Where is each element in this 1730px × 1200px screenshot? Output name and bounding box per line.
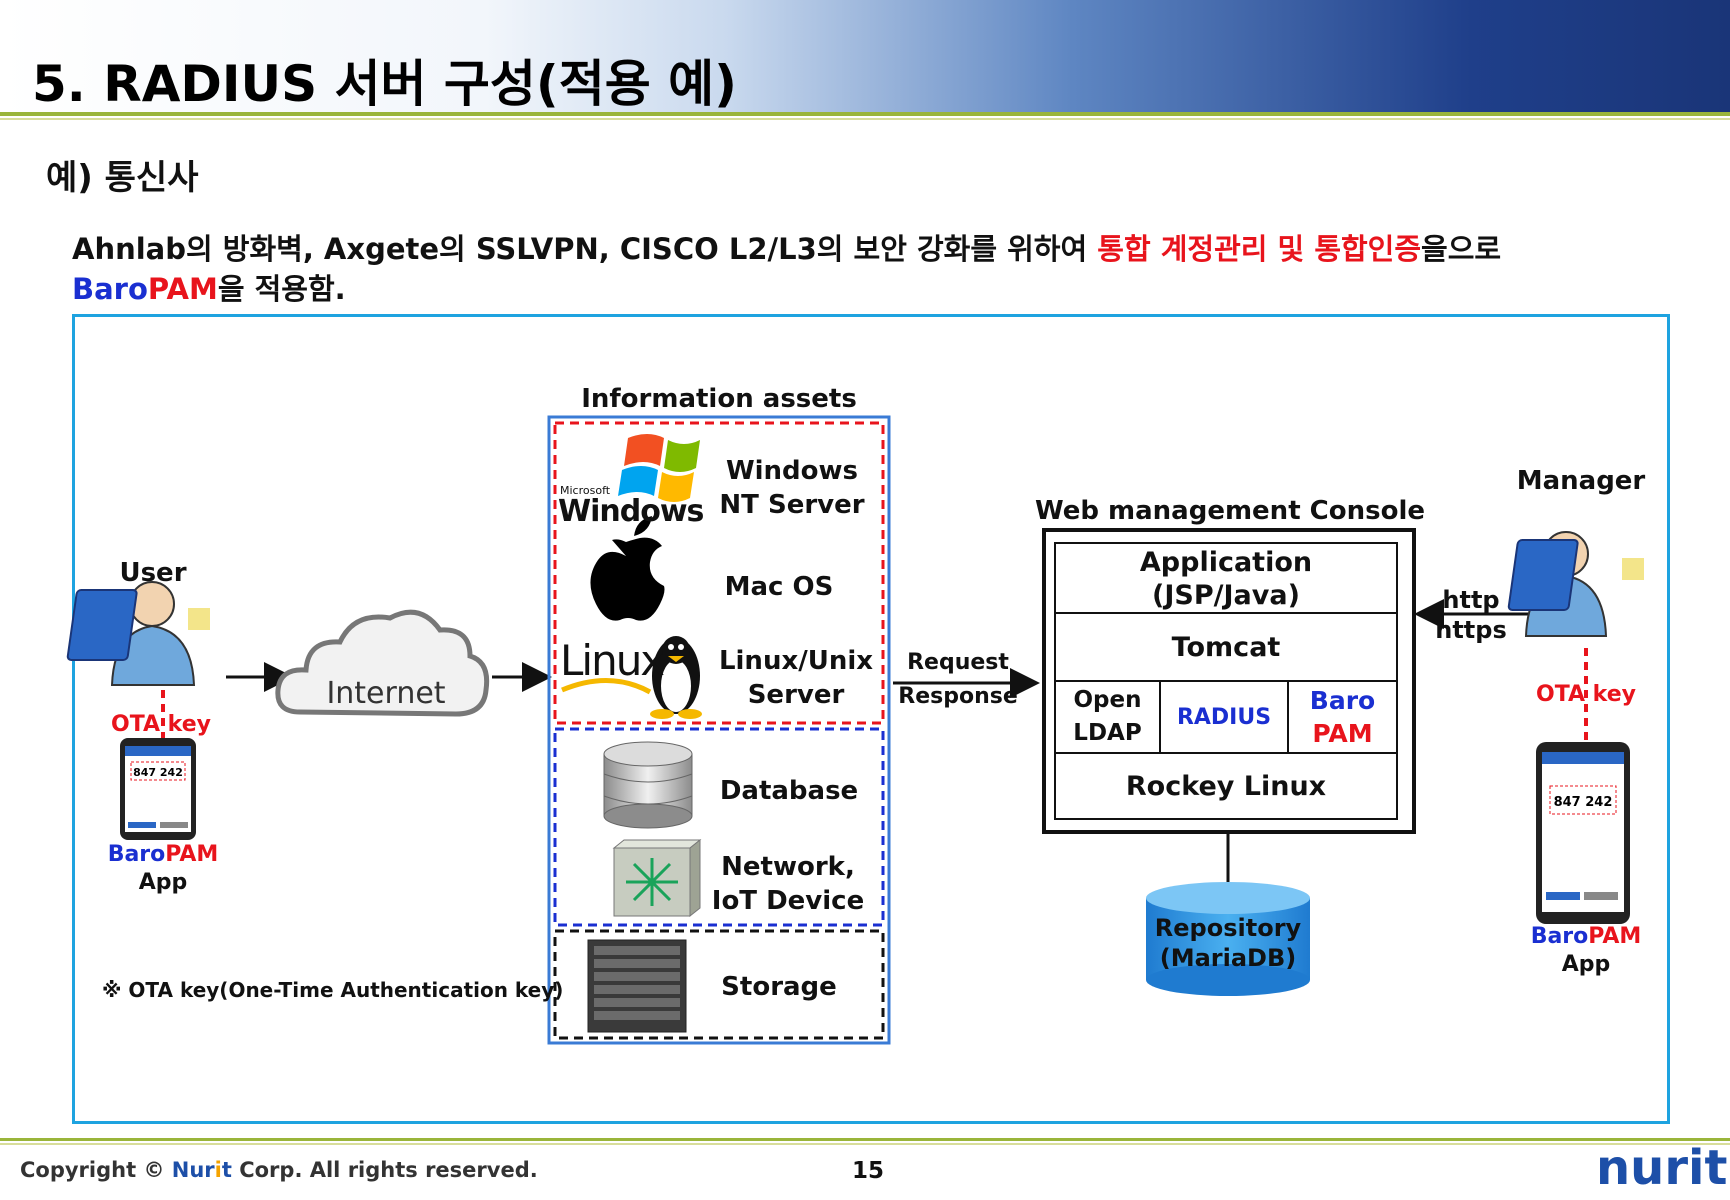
console-pam: PAM: [1312, 718, 1373, 748]
manager-label: Manager: [1516, 466, 1646, 496]
network-switch-icon: [612, 838, 702, 918]
header-divider-thin: [0, 118, 1730, 120]
console-open-ldap-2: LDAP: [1073, 720, 1142, 746]
assets-container: [547, 415, 891, 1045]
manager-app-label: App: [1561, 952, 1611, 977]
user-label: User: [119, 558, 187, 588]
assets-storage-group: [553, 929, 885, 1040]
https-label: https: [1435, 616, 1507, 644]
linux-penguin-icon: [650, 636, 702, 719]
database-icon: [603, 741, 693, 829]
console-baro: Baro: [1309, 685, 1376, 715]
request-label: Request: [907, 650, 1009, 675]
manager-app-brand-pam: PAM: [1588, 924, 1642, 949]
response-label: Response: [898, 684, 1018, 709]
ota-note: ※ OTA key(One-Time Authentication key): [102, 978, 564, 1002]
console-application-1: Application: [1139, 546, 1313, 578]
nurit-logo: nurit: [1596, 1140, 1728, 1196]
description-text-2: 을으로: [1421, 232, 1502, 266]
console-open-ldap-1: Open: [1073, 687, 1142, 713]
assets-device-group: [553, 727, 885, 927]
header-banner: [0, 0, 1730, 112]
windows-label-1: Windows: [725, 456, 859, 486]
internet-label: Internet: [326, 676, 446, 711]
windows-flag-icon: [618, 434, 700, 502]
user-ota-label: OTA key: [111, 712, 211, 737]
windows-logo-text: Windows: [558, 494, 704, 529]
repository-label-1: Repository: [1154, 914, 1302, 942]
brand-baro: Baro: [72, 272, 148, 306]
description-highlight: 통합 계정관리 및 통합인증: [1097, 232, 1422, 266]
manager-phone-icon: [1536, 742, 1630, 924]
repository-database-icon: [1146, 882, 1310, 996]
description-text-3: 을 적용함.: [217, 272, 346, 306]
mac-label: Mac OS: [724, 572, 834, 602]
storage-label: Storage: [721, 972, 837, 1002]
manager-ota-label: OTA key: [1536, 682, 1636, 707]
user-app-brand-pam: PAM: [165, 842, 219, 867]
description-line-1: Ahnlab의 방화벽, Axgete의 SSLVPN, CISCO L2/L3…: [72, 226, 1501, 268]
assets-title: Information assets: [581, 384, 857, 414]
linux-logo-text: Linux: [560, 636, 665, 685]
linux-label-2: Server: [747, 680, 845, 710]
footer-divider-thin: [0, 1143, 1730, 1145]
footer-divider: [0, 1138, 1730, 1141]
apple-logo-icon: [590, 516, 665, 621]
manager-phone-code: 847 242: [1554, 795, 1613, 810]
console-title: Web management Console: [1034, 496, 1426, 526]
description-text: Ahnlab의 방화벽, Axgete의 SSLVPN, CISCO L2/L3…: [72, 232, 1098, 266]
copyright-brand-2: i: [214, 1158, 222, 1182]
copyright-prefix: Copyright ©: [20, 1158, 172, 1182]
network-label-2: IoT Device: [711, 886, 865, 916]
header-divider: [0, 112, 1730, 116]
diagram-frame: [72, 314, 1670, 1124]
user-app-label: App: [138, 870, 188, 895]
user-app-brand-baro: Baro: [107, 842, 166, 867]
console-tomcat: Tomcat: [1171, 631, 1281, 663]
windows-logo-small: Microsoft: [560, 484, 611, 497]
windows-label-2: NT Server: [719, 490, 865, 520]
copyright-brand-1: Nur: [171, 1158, 215, 1182]
page-title: 5. RADIUS 서버 구성(적용 예): [32, 55, 738, 113]
linux-swoosh-icon: [561, 678, 652, 695]
manager-figure-icon: [1507, 531, 1644, 637]
user-phone-code: 847 242: [133, 766, 183, 779]
copyright-brand-3: t: [221, 1158, 232, 1182]
http-label: http: [1442, 586, 1500, 614]
copyright-text: Copyright © Nurit Corp. All rights reser…: [20, 1158, 538, 1182]
copyright-suffix: Corp. All rights reserved.: [231, 1158, 538, 1182]
network-label-1: Network,: [721, 852, 855, 882]
page-number: 15: [852, 1158, 885, 1184]
console-rocky-linux: Rockey Linux: [1125, 770, 1327, 802]
repository-label-2: (MariaDB): [1159, 944, 1297, 972]
internet-cloud-icon: [275, 609, 490, 717]
description-line-2: BaroPAM을 적용함.: [72, 266, 346, 308]
section-subtitle: 예) 통신사: [46, 158, 199, 198]
linux-label-1: Linux/Unix: [718, 646, 874, 676]
console-application-2: (JSP/Java): [1152, 579, 1300, 611]
user-phone-icon: [120, 738, 196, 840]
console-radius: RADIUS: [1176, 704, 1272, 730]
brand-pam: PAM: [147, 272, 218, 306]
user-figure-icon: [66, 581, 210, 686]
manager-app-brand-baro: Baro: [1530, 924, 1589, 949]
database-label: Database: [719, 776, 859, 806]
storage-rack-icon: [587, 939, 687, 1033]
